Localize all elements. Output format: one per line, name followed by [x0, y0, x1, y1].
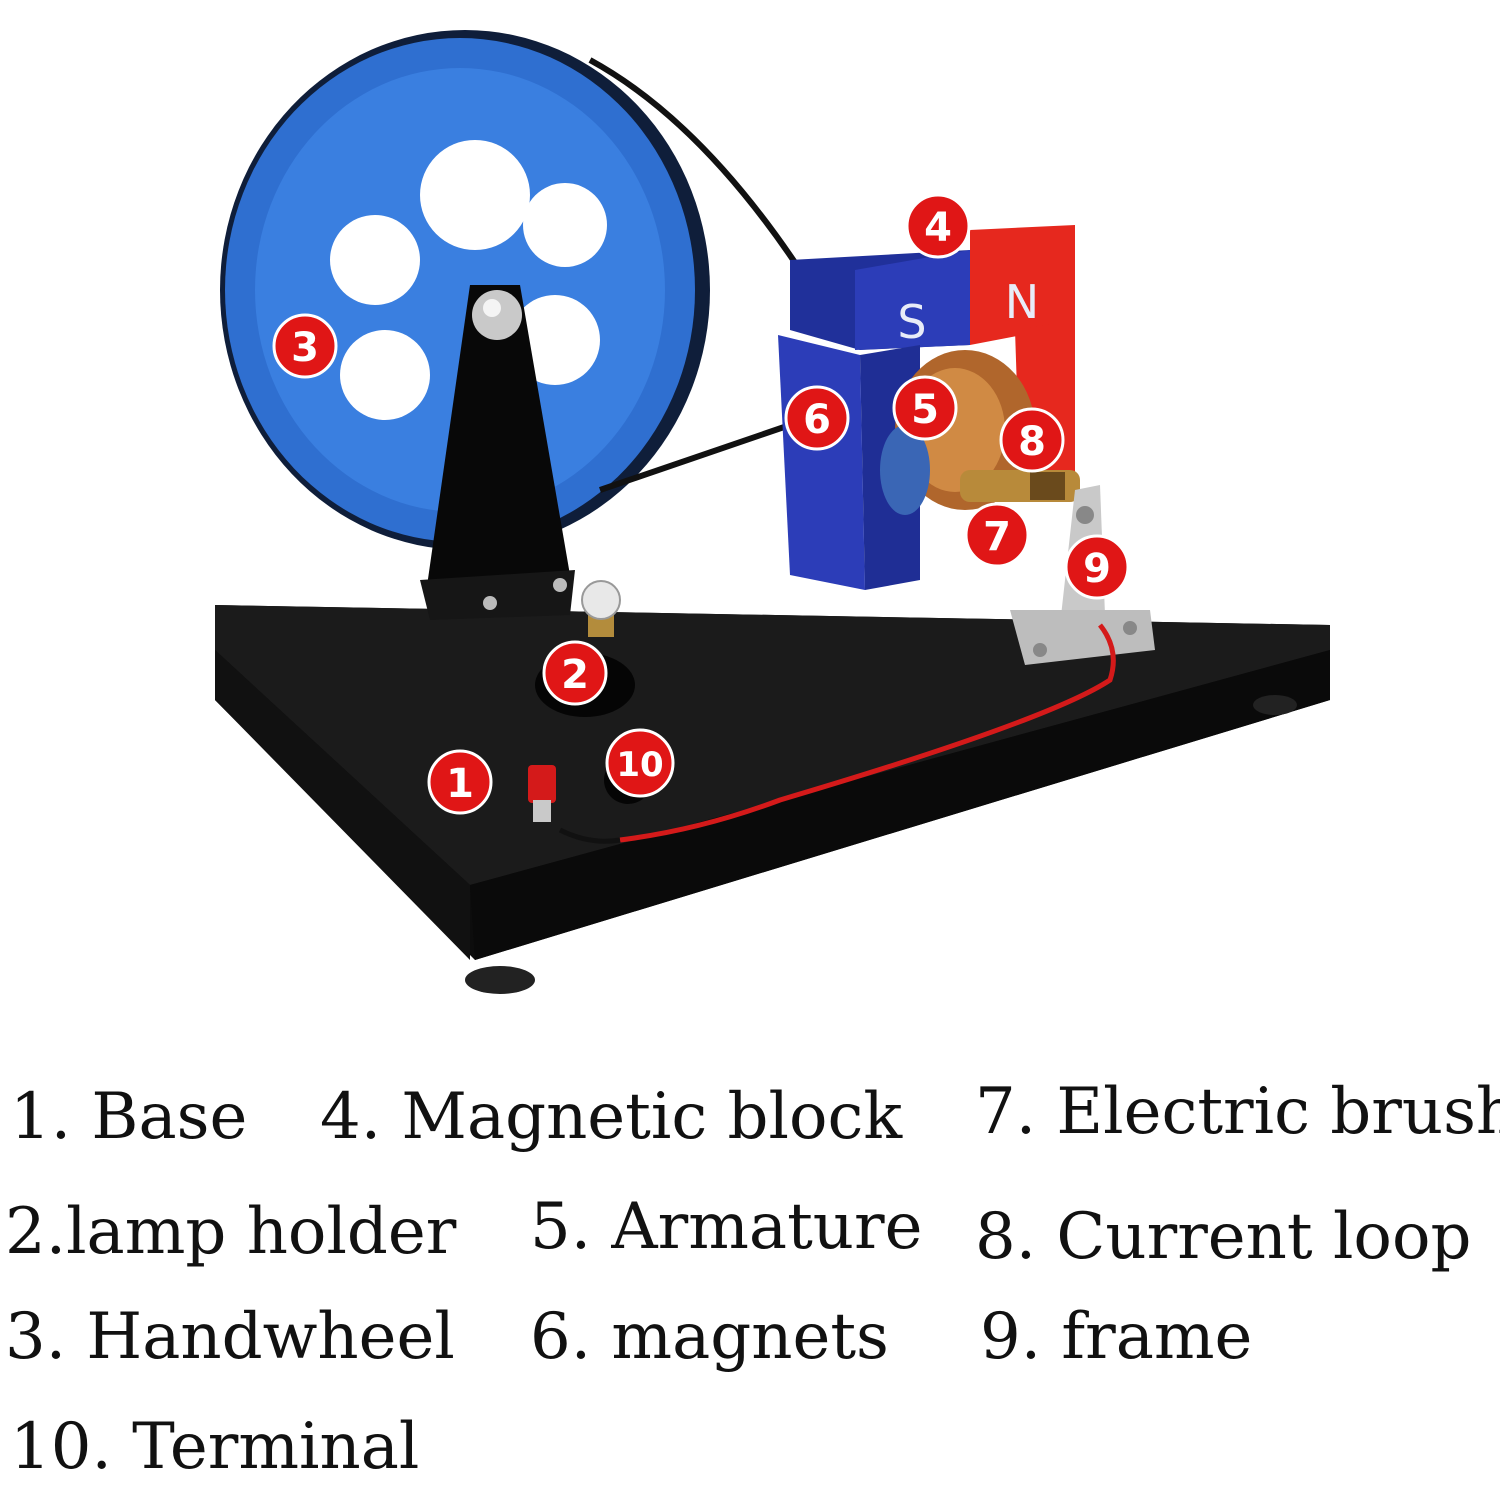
- legend-item-magnetic-block: 4. Magnetic block: [320, 1080, 903, 1154]
- handwheel-graphic: [220, 30, 710, 550]
- base-board: [215, 605, 1330, 994]
- marker-7: 7: [964, 502, 1030, 568]
- marker-3: 3: [272, 313, 338, 379]
- legend-item-magnets: 6. magnets: [530, 1300, 889, 1374]
- marker-5: 5: [892, 375, 958, 441]
- svg-text:2: 2: [561, 652, 589, 698]
- wire-graphic: [558, 623, 1116, 844]
- generator-illustration: S N 1 2 3 4: [215, 30, 1330, 994]
- svg-text:3: 3: [291, 325, 319, 371]
- legend-item-lamp-holder: 2.lamp holder: [5, 1195, 457, 1269]
- north-pole-label: N: [1005, 275, 1039, 329]
- svg-text:4: 4: [924, 205, 952, 251]
- south-pole-label: S: [897, 295, 926, 349]
- marker-9: 9: [1064, 534, 1130, 600]
- marker-6: 6: [784, 385, 850, 451]
- svg-text:1: 1: [446, 761, 474, 807]
- marker-8: 8: [999, 407, 1065, 473]
- marker-4: 4: [905, 193, 971, 259]
- svg-text:7: 7: [983, 514, 1011, 560]
- marker-10: 10: [605, 728, 675, 798]
- marker-2: 2: [542, 640, 608, 706]
- legend-item-terminal: 10. Terminal: [10, 1410, 420, 1484]
- legend-item-base: 1. Base: [10, 1080, 248, 1154]
- legend-item-armature: 5. Armature: [530, 1190, 923, 1264]
- svg-text:9: 9: [1083, 546, 1111, 592]
- svg-text:10: 10: [616, 745, 663, 785]
- drive-belt: [588, 57, 803, 493]
- legend-item-handwheel: 3. Handwheel: [5, 1300, 455, 1374]
- wheel-stand: [420, 285, 575, 620]
- legend-item-frame: 9. frame: [980, 1300, 1253, 1374]
- legend-item-electric-brush: 7. Electric brush: [975, 1075, 1500, 1149]
- legend-item-current-loop: 8. Current loop: [975, 1200, 1472, 1274]
- svg-text:8: 8: [1018, 419, 1046, 465]
- svg-text:5: 5: [911, 387, 939, 433]
- svg-text:6: 6: [803, 397, 831, 443]
- marker-1: 1: [427, 749, 493, 815]
